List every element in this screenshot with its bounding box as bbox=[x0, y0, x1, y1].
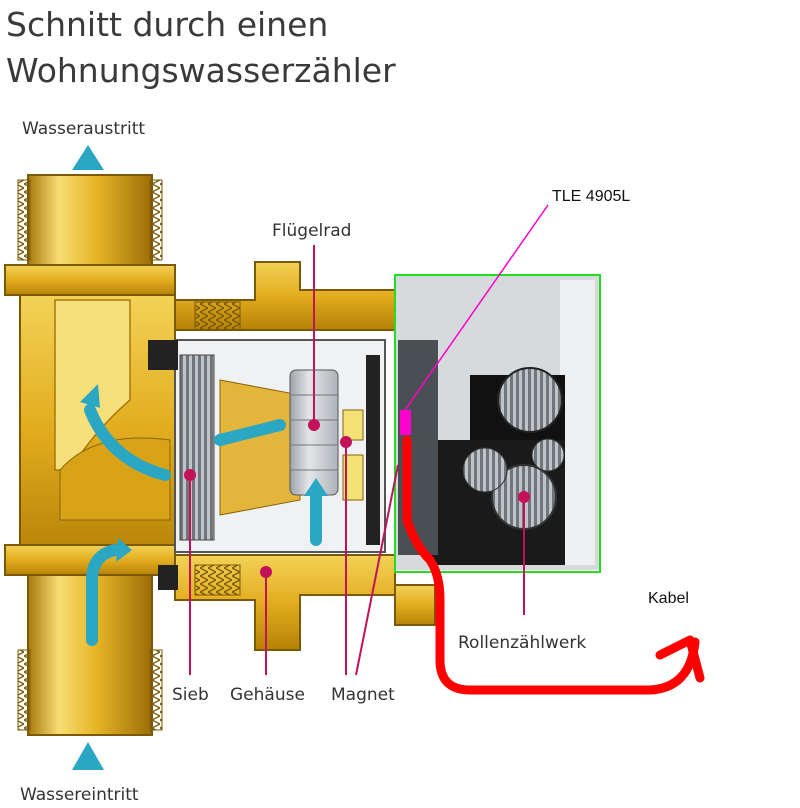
flow-arrowhead-icon bbox=[304, 478, 328, 496]
cable-label: Kabel bbox=[648, 590, 689, 607]
counter-label: Rollenzählwerk bbox=[458, 633, 586, 653]
flow-arrow-inlet-icon bbox=[86, 544, 121, 646]
leader-lines bbox=[184, 245, 530, 676]
flow-arrows bbox=[84, 404, 322, 646]
outlet-label: Wasseraustritt bbox=[22, 119, 145, 139]
sensor-pointer-line bbox=[404, 204, 549, 411]
magnet-upper bbox=[342, 409, 364, 441]
sensor-label: TLE 4905L bbox=[552, 188, 630, 205]
flow-arrowhead-icon bbox=[80, 384, 100, 408]
magnet-lower bbox=[342, 454, 364, 501]
title-line-2: Wohnungswasserzähler bbox=[6, 51, 396, 90]
cable-path bbox=[402, 435, 700, 695]
cable-arrowhead-icon bbox=[655, 635, 705, 683]
measuring-chamber bbox=[148, 339, 386, 590]
inlet-label: Wassereintritt bbox=[20, 785, 139, 805]
flow-arrow-center-icon bbox=[214, 419, 286, 446]
title-line-1: Schnitt durch einen bbox=[6, 5, 328, 44]
sensor-tle4905l bbox=[400, 410, 411, 435]
outlet-arrow-icon bbox=[72, 145, 104, 170]
flow-arrowhead-icon bbox=[116, 538, 132, 562]
counter-outline bbox=[394, 274, 601, 573]
strainer-label: Sieb bbox=[172, 685, 209, 705]
impeller-label: Flügelrad bbox=[272, 221, 351, 241]
roller-counter-unit bbox=[394, 274, 601, 573]
flow-arrow-left-icon bbox=[84, 404, 171, 481]
magnet-label: Magnet bbox=[331, 685, 395, 705]
inlet-arrow-icon bbox=[72, 742, 104, 770]
housing-label: Gehäuse bbox=[230, 685, 305, 705]
strainer bbox=[179, 354, 215, 541]
